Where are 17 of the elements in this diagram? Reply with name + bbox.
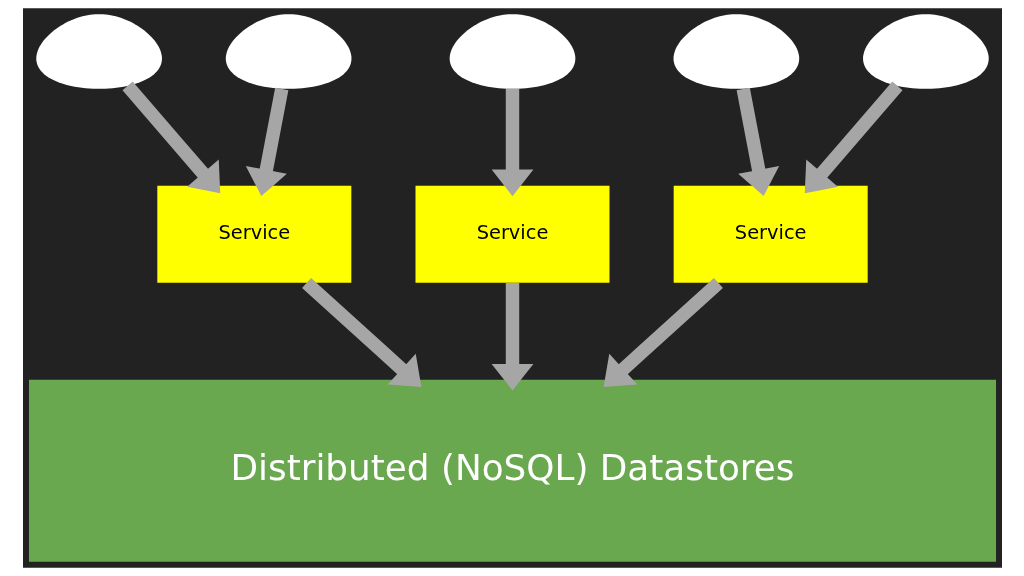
node-person [225, 14, 351, 89]
node-person [449, 14, 575, 89]
node-person [862, 14, 989, 89]
arrow [603, 278, 723, 387]
arrow [301, 278, 421, 387]
arrow [736, 87, 779, 196]
arrow [122, 81, 220, 194]
arrow [245, 87, 288, 196]
node-box: Distributed (NoSQL) Datastores [28, 379, 996, 562]
node-box: Service [415, 185, 609, 283]
node-person [673, 14, 799, 89]
node-person [35, 14, 162, 89]
node-box: Service [673, 185, 868, 283]
arrow [491, 88, 533, 197]
node-box: Service [156, 185, 351, 283]
arrow [491, 283, 533, 391]
arrow [804, 81, 902, 194]
